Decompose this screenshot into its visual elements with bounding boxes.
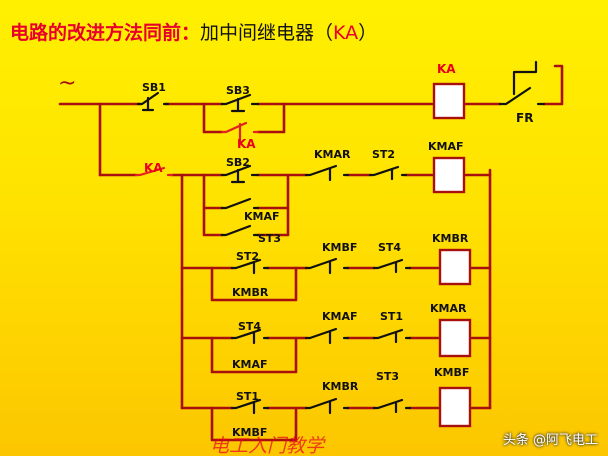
st3-limit-contact-r2: ST3 bbox=[220, 224, 281, 245]
title-part2: 加中间继电器 bbox=[200, 22, 315, 44]
wiring bbox=[58, 64, 564, 442]
kmbr-interlock-r5: KMBR bbox=[304, 380, 359, 415]
sb2-pushbutton: SB2 bbox=[220, 156, 260, 184]
ka-contact-lower-label: KA bbox=[144, 161, 163, 175]
st4-limit-r4: ST4 bbox=[230, 320, 270, 345]
title-part1: 电路的改进方法同前： bbox=[10, 22, 201, 44]
kmbr-holding-contact: KMBR bbox=[232, 286, 269, 299]
row4-branch bbox=[210, 336, 298, 374]
kmaf-r4-label: KMAF bbox=[322, 310, 358, 323]
kmbr-coil: KMBR bbox=[432, 232, 472, 286]
st3-r2-label: ST3 bbox=[258, 232, 281, 245]
kmbf-holding-contact: KMBF bbox=[232, 426, 267, 439]
st3-r5-label: ST3 bbox=[376, 370, 399, 383]
author-credit: 头条 @阿飞电工 bbox=[502, 433, 598, 448]
kmbf-interlock-r3: KMBF bbox=[304, 241, 357, 275]
ac-supply-symbol: ~ bbox=[58, 71, 76, 96]
kmaf-coil: KMAF bbox=[428, 140, 466, 194]
kmaf-hold-label: KMAF bbox=[244, 210, 280, 223]
kmaf-holding-contact-r4: KMAF bbox=[232, 358, 268, 371]
kmaf-holding-contact: KMAF bbox=[220, 197, 280, 223]
st1-limit-r4: ST1 bbox=[372, 310, 412, 344]
st2-r2-label: ST2 bbox=[372, 148, 395, 161]
sb3-branch bbox=[202, 102, 286, 134]
kmar-interlock-r2: KMAR bbox=[304, 148, 351, 182]
st2-limit-r2: ST2 bbox=[368, 148, 408, 181]
fr-label: FR bbox=[516, 111, 533, 125]
sb1-pushbutton: SB1 bbox=[136, 81, 170, 112]
title-ka: KA bbox=[333, 22, 359, 44]
sb3-pushbutton: SB3 bbox=[220, 84, 260, 113]
st3-limit-r5: ST3 bbox=[372, 370, 412, 414]
sb1-label: SB1 bbox=[142, 81, 166, 94]
kmar-coil: KMAR bbox=[430, 302, 472, 358]
st4-r3-label: ST4 bbox=[378, 241, 401, 254]
sb2-label: SB2 bbox=[226, 156, 250, 169]
kmaf-coil-label: KMAF bbox=[428, 140, 464, 153]
title-paren-close: ） bbox=[358, 22, 378, 44]
row3-branch bbox=[210, 266, 298, 302]
title-paren-open: （ bbox=[314, 22, 334, 44]
st2-r3-label: ST2 bbox=[236, 250, 259, 263]
kmar-coil-label: KMAR bbox=[430, 302, 467, 315]
top-supply-wire bbox=[58, 64, 564, 106]
st4-limit-r3: ST4 bbox=[372, 241, 412, 274]
fr-overload-contact: FR bbox=[498, 60, 546, 125]
ka-coil-label: KA bbox=[437, 62, 456, 76]
kmbf-coil: KMBF bbox=[434, 366, 472, 428]
st1-r4-label: ST1 bbox=[380, 310, 403, 323]
kmbf-coil-label: KMBF bbox=[434, 366, 469, 379]
slide-title: 电路的改进方法同前：加中间继电器（KA） bbox=[10, 18, 377, 45]
kmaf-interlock-r4: KMAF bbox=[304, 310, 358, 345]
st2-limit-r3: ST2 bbox=[230, 250, 270, 275]
kmaf-hold-r4-label: KMAF bbox=[232, 358, 268, 371]
kmbr-r5-label: KMBR bbox=[322, 380, 359, 393]
st4-r4-label: ST4 bbox=[238, 320, 261, 333]
kmbf-r3-label: KMBF bbox=[322, 241, 357, 254]
st1-r5-label: ST1 bbox=[236, 390, 259, 403]
row2-branch bbox=[202, 173, 290, 237]
kmbf-hold-label: KMBF bbox=[232, 426, 267, 439]
ka-contact-lower: KA bbox=[134, 161, 174, 177]
kmbr-hold-label: KMBR bbox=[232, 286, 269, 299]
kmar-r2-label: KMAR bbox=[314, 148, 351, 161]
watermark-text: 电工入门教学 bbox=[210, 435, 326, 456]
ka-contact-upper: KA bbox=[220, 121, 260, 151]
sb3-label: SB3 bbox=[226, 84, 250, 97]
st1-limit-r5: ST1 bbox=[230, 390, 270, 415]
ka-contact-upper-label: KA bbox=[237, 137, 256, 151]
kmbr-coil-label: KMBR bbox=[432, 232, 469, 245]
ka-coil: KA bbox=[432, 62, 466, 120]
row5-branch bbox=[210, 406, 298, 442]
